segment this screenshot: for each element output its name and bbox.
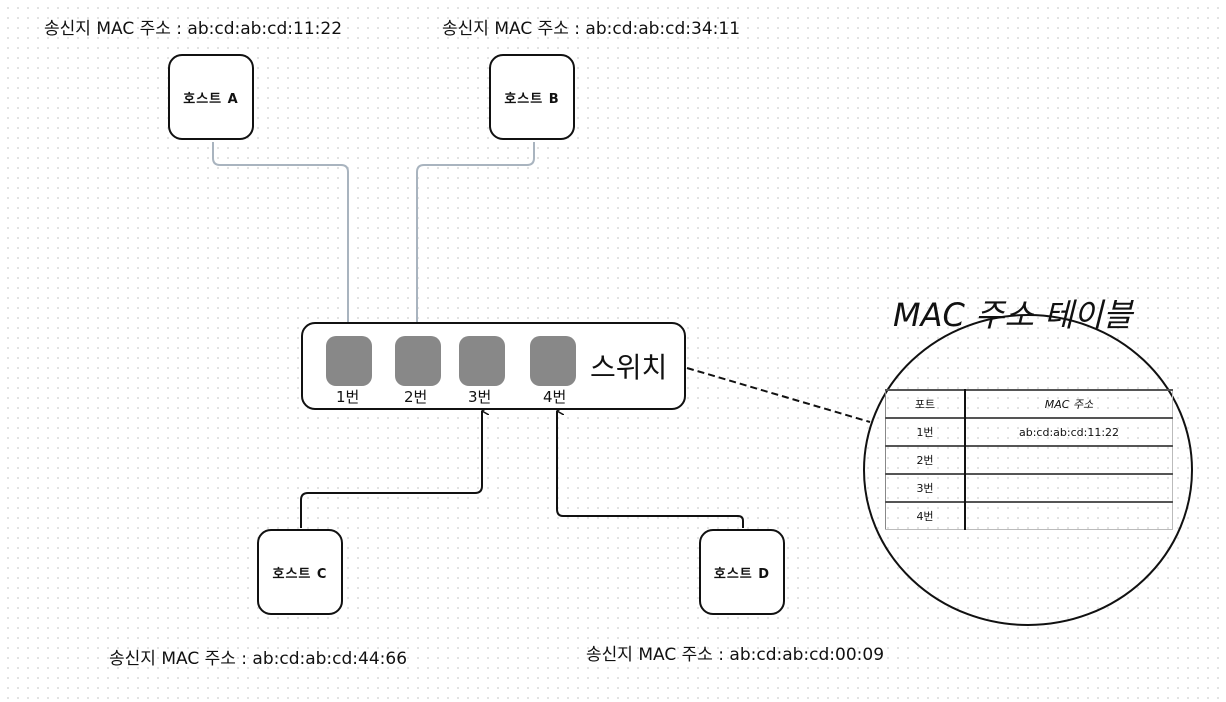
mac-table-lens-circle [863, 314, 1193, 626]
switch-port-3[interactable] [459, 336, 505, 386]
host-c-mac-caption: 송신지 MAC 주소 : ab:cd:ab:cd:44:66 [109, 649, 408, 669]
switch-port-4[interactable] [530, 336, 576, 386]
table-header-row: 포트 MAC 주소 [885, 389, 1173, 418]
link-host-d-port-4 [556, 411, 744, 528]
host-a-node[interactable]: 호스트 A [168, 54, 254, 140]
switch-node[interactable]: 1번 2번 3번 4번 스위치 [301, 322, 686, 410]
switch-label: 스위치 [590, 351, 668, 384]
table-row: 4번 [885, 501, 1173, 530]
host-c-node[interactable]: 호스트 C [257, 529, 343, 615]
header-mac-address: MAC 주소 [965, 389, 1173, 418]
link-host-a-port-1 [212, 142, 348, 334]
table-row: 3번 [885, 473, 1173, 502]
switch-port-2[interactable] [395, 336, 441, 386]
row-mac [965, 473, 1173, 502]
row-mac: ab:cd:ab:cd:11:22 [965, 417, 1173, 446]
host-c-label: 호스트 C [272, 566, 328, 582]
table-row: 2번 [885, 445, 1173, 474]
row-mac [965, 445, 1173, 474]
host-b-label: 호스트 B [504, 91, 560, 107]
port-1-label: 1번 [336, 388, 360, 406]
row-port: 4번 [885, 501, 966, 530]
host-d-mac-caption: 송신지 MAC 주소 : ab:cd:ab:cd:00:09 [586, 645, 885, 665]
table-row: 1번 ab:cd:ab:cd:11:22 [885, 417, 1173, 446]
host-a-mac-caption: 송신지 MAC 주소 : ab:cd:ab:cd:11:22 [44, 19, 343, 39]
switch-port-1[interactable] [326, 336, 372, 386]
host-b-mac-caption: 송신지 MAC 주소 : ab:cd:ab:cd:34:11 [442, 19, 741, 39]
mac-table-title: MAC 주소 테이블 [893, 296, 1133, 334]
host-b-node[interactable]: 호스트 B [489, 54, 575, 140]
header-port: 포트 [885, 389, 966, 418]
host-a-label: 호스트 A [183, 91, 239, 107]
port-3-label: 3번 [468, 388, 492, 406]
port-4-label: 4번 [543, 388, 567, 406]
host-d-node[interactable]: 호스트 D [699, 529, 785, 615]
row-port: 3번 [885, 473, 966, 502]
mac-address-table: 포트 MAC 주소 1번 ab:cd:ab:cd:11:22 2번 3번 4번 [885, 389, 1173, 530]
port-2-label: 2번 [404, 388, 428, 406]
zoom-connector-dashed [686, 367, 871, 423]
row-mac [965, 501, 1173, 530]
row-port: 2번 [885, 445, 966, 474]
link-host-b-port-2 [416, 142, 535, 334]
row-port: 1번 [885, 417, 966, 446]
link-host-c-port-3 [300, 411, 482, 528]
host-d-label: 호스트 D [713, 566, 771, 582]
